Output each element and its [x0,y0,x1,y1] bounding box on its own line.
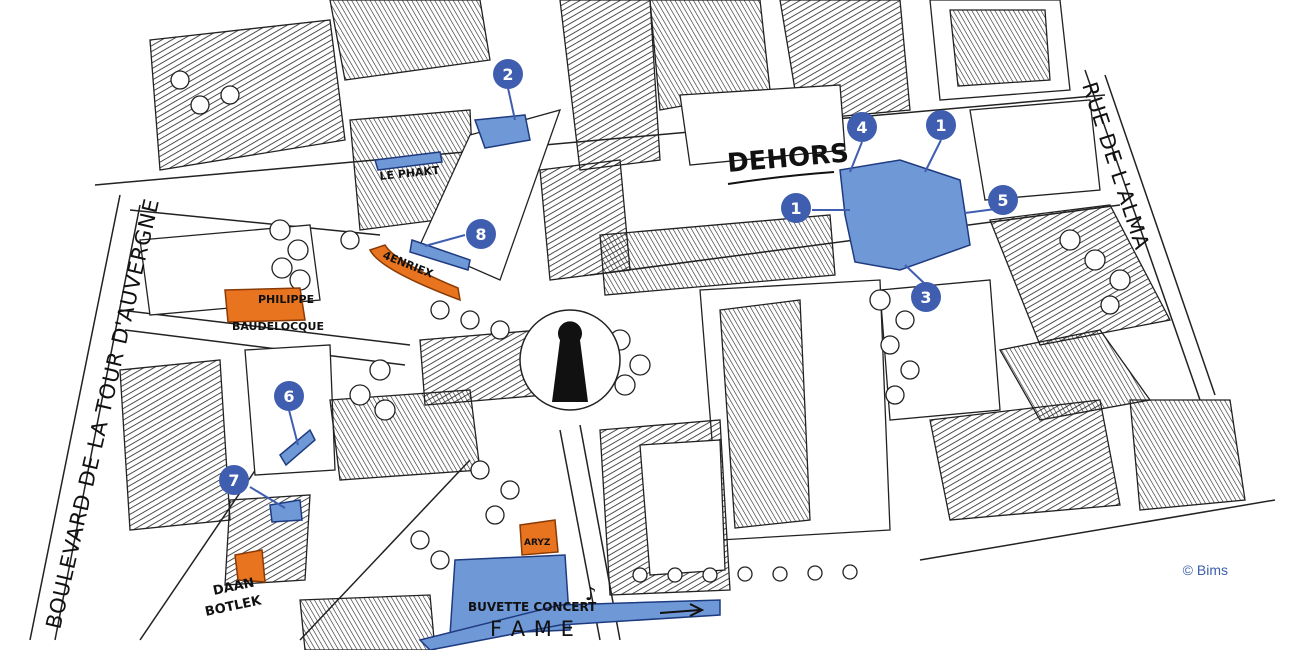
keyhole-icon [552,321,588,402]
tree-icon [287,239,309,261]
tree-icon [614,374,636,396]
baudelocque-label: BAUDELOCQUE [232,320,324,333]
tree-icon [349,384,371,406]
pin-5[interactable]: 5 [988,185,1018,215]
orange-venues [224,244,559,583]
pin-1-top[interactable]: 1 [926,110,956,140]
tree-icon [1109,269,1131,291]
aryz-label: ARYZ [524,538,551,548]
svg-text:1: 1 [935,116,946,135]
tree-icon [842,564,858,580]
pin-3[interactable]: 3 [911,282,941,312]
svg-text:4: 4 [856,118,867,137]
tree-icon [340,230,360,250]
arrow-right-icon [659,603,705,617]
dehors-building [839,159,971,271]
tree-icon [1084,249,1106,271]
pin-1-left[interactable]: 1 [781,193,811,223]
fame-street [418,599,721,650]
tree-icon [702,567,718,583]
tree-icon [490,320,510,340]
fame-label: F A M E [490,617,575,641]
tree-icon [885,385,905,405]
dehors-underline [727,171,835,185]
tree-icon [430,550,450,570]
highlighted-venues [269,114,971,650]
keyhole-plaza [519,309,621,411]
svg-text:3: 3 [920,288,931,307]
le-phakt-bar [374,151,443,171]
aryz-building [519,519,559,556]
tree-icon [667,567,683,583]
tree-icon [220,85,240,105]
pin-2[interactable]: 2 [493,59,523,89]
tree-icon [430,300,450,320]
tree-icon [190,95,210,115]
svg-text:5: 5 [997,191,1008,210]
tree-icon [485,505,505,525]
botlek-label: BOTLEK [204,593,264,620]
le-phakt-label: LE PHAKT [379,164,441,183]
pin-8[interactable]: 8 [466,219,496,249]
tree-icon [369,359,391,381]
copyright-credit: © Bims [1182,562,1228,578]
music-note-icon: ♪ [585,584,597,605]
svg-text:7: 7 [228,471,239,490]
venue-8-strip [409,239,471,271]
tree-icon [460,310,480,330]
tree-icon [170,70,190,90]
tree-icon [629,354,651,376]
pin-leaders [249,87,1004,509]
tree-icon [869,289,891,311]
tree-icon [1100,295,1120,315]
tree-icon [470,460,490,480]
tree-icon [632,567,648,583]
tree-icon [289,269,311,291]
pin-7[interactable]: 7 [219,465,249,495]
tree-icon [880,335,900,355]
svg-text:2: 2 [502,65,513,84]
svg-text:8: 8 [475,225,486,244]
tree-icon [807,565,823,581]
tree-icon [1059,229,1081,251]
pin-6[interactable]: 6 [274,381,304,411]
tree-icon [374,399,396,421]
svg-text:1: 1 [790,199,801,218]
philippe-building [224,287,306,323]
tree-icon [269,219,291,241]
buvette-concert-label: BUVETTE CONCERT [468,600,597,614]
venue-6-strip [279,428,316,467]
tree-icon [500,480,520,500]
tree-icon [900,360,920,380]
svg-text:6: 6 [283,387,294,406]
daan-roof [234,549,266,583]
tree-clusters [170,70,1131,583]
philippe-label: PHILIPPE [258,293,314,306]
tree-icon [410,530,430,550]
tree-icon [895,310,915,330]
pin-4[interactable]: 4 [847,112,877,142]
tree-icon [271,257,293,279]
tree-icon [737,566,753,582]
henri-banner [368,244,461,302]
venue-7-roof [269,499,303,523]
tree-icon [772,566,788,582]
venue-2-building [473,114,531,149]
